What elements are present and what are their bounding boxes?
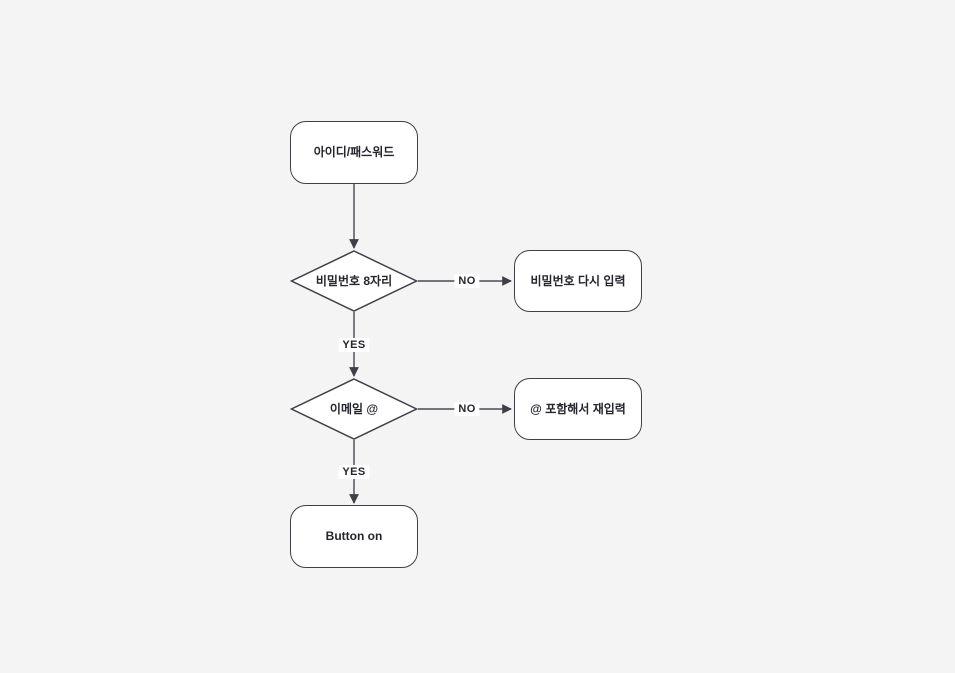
node-password-check: 비밀번호 8자리 — [290, 250, 418, 312]
node-email-retry-label: @ 포함해서 재입력 — [530, 401, 626, 416]
node-button-on-label: Button on — [325, 529, 383, 543]
node-password-retry-label: 비밀번호 다시 입력 — [530, 273, 626, 288]
node-start-label: 아이디/패스워드 — [313, 145, 395, 159]
edge-label-yes-password: YES — [338, 338, 370, 352]
node-password-retry: 비밀번호 다시 입력 — [514, 250, 642, 312]
node-start: 아이디/패스워드 — [290, 121, 418, 184]
diamond-shape — [290, 250, 418, 312]
edge-label-no-email: NO — [454, 402, 480, 416]
diamond-shape — [290, 378, 418, 440]
edge-label-yes-email: YES — [338, 465, 370, 479]
node-button-on: Button on — [290, 505, 418, 568]
node-email-check: 이메일 @ — [290, 378, 418, 440]
edge-label-no-password: NO — [454, 274, 480, 288]
node-email-retry: @ 포함해서 재입력 — [514, 378, 642, 440]
node-password-check-label: 비밀번호 8자리 — [315, 273, 393, 288]
node-email-check-label: 이메일 @ — [329, 401, 379, 416]
